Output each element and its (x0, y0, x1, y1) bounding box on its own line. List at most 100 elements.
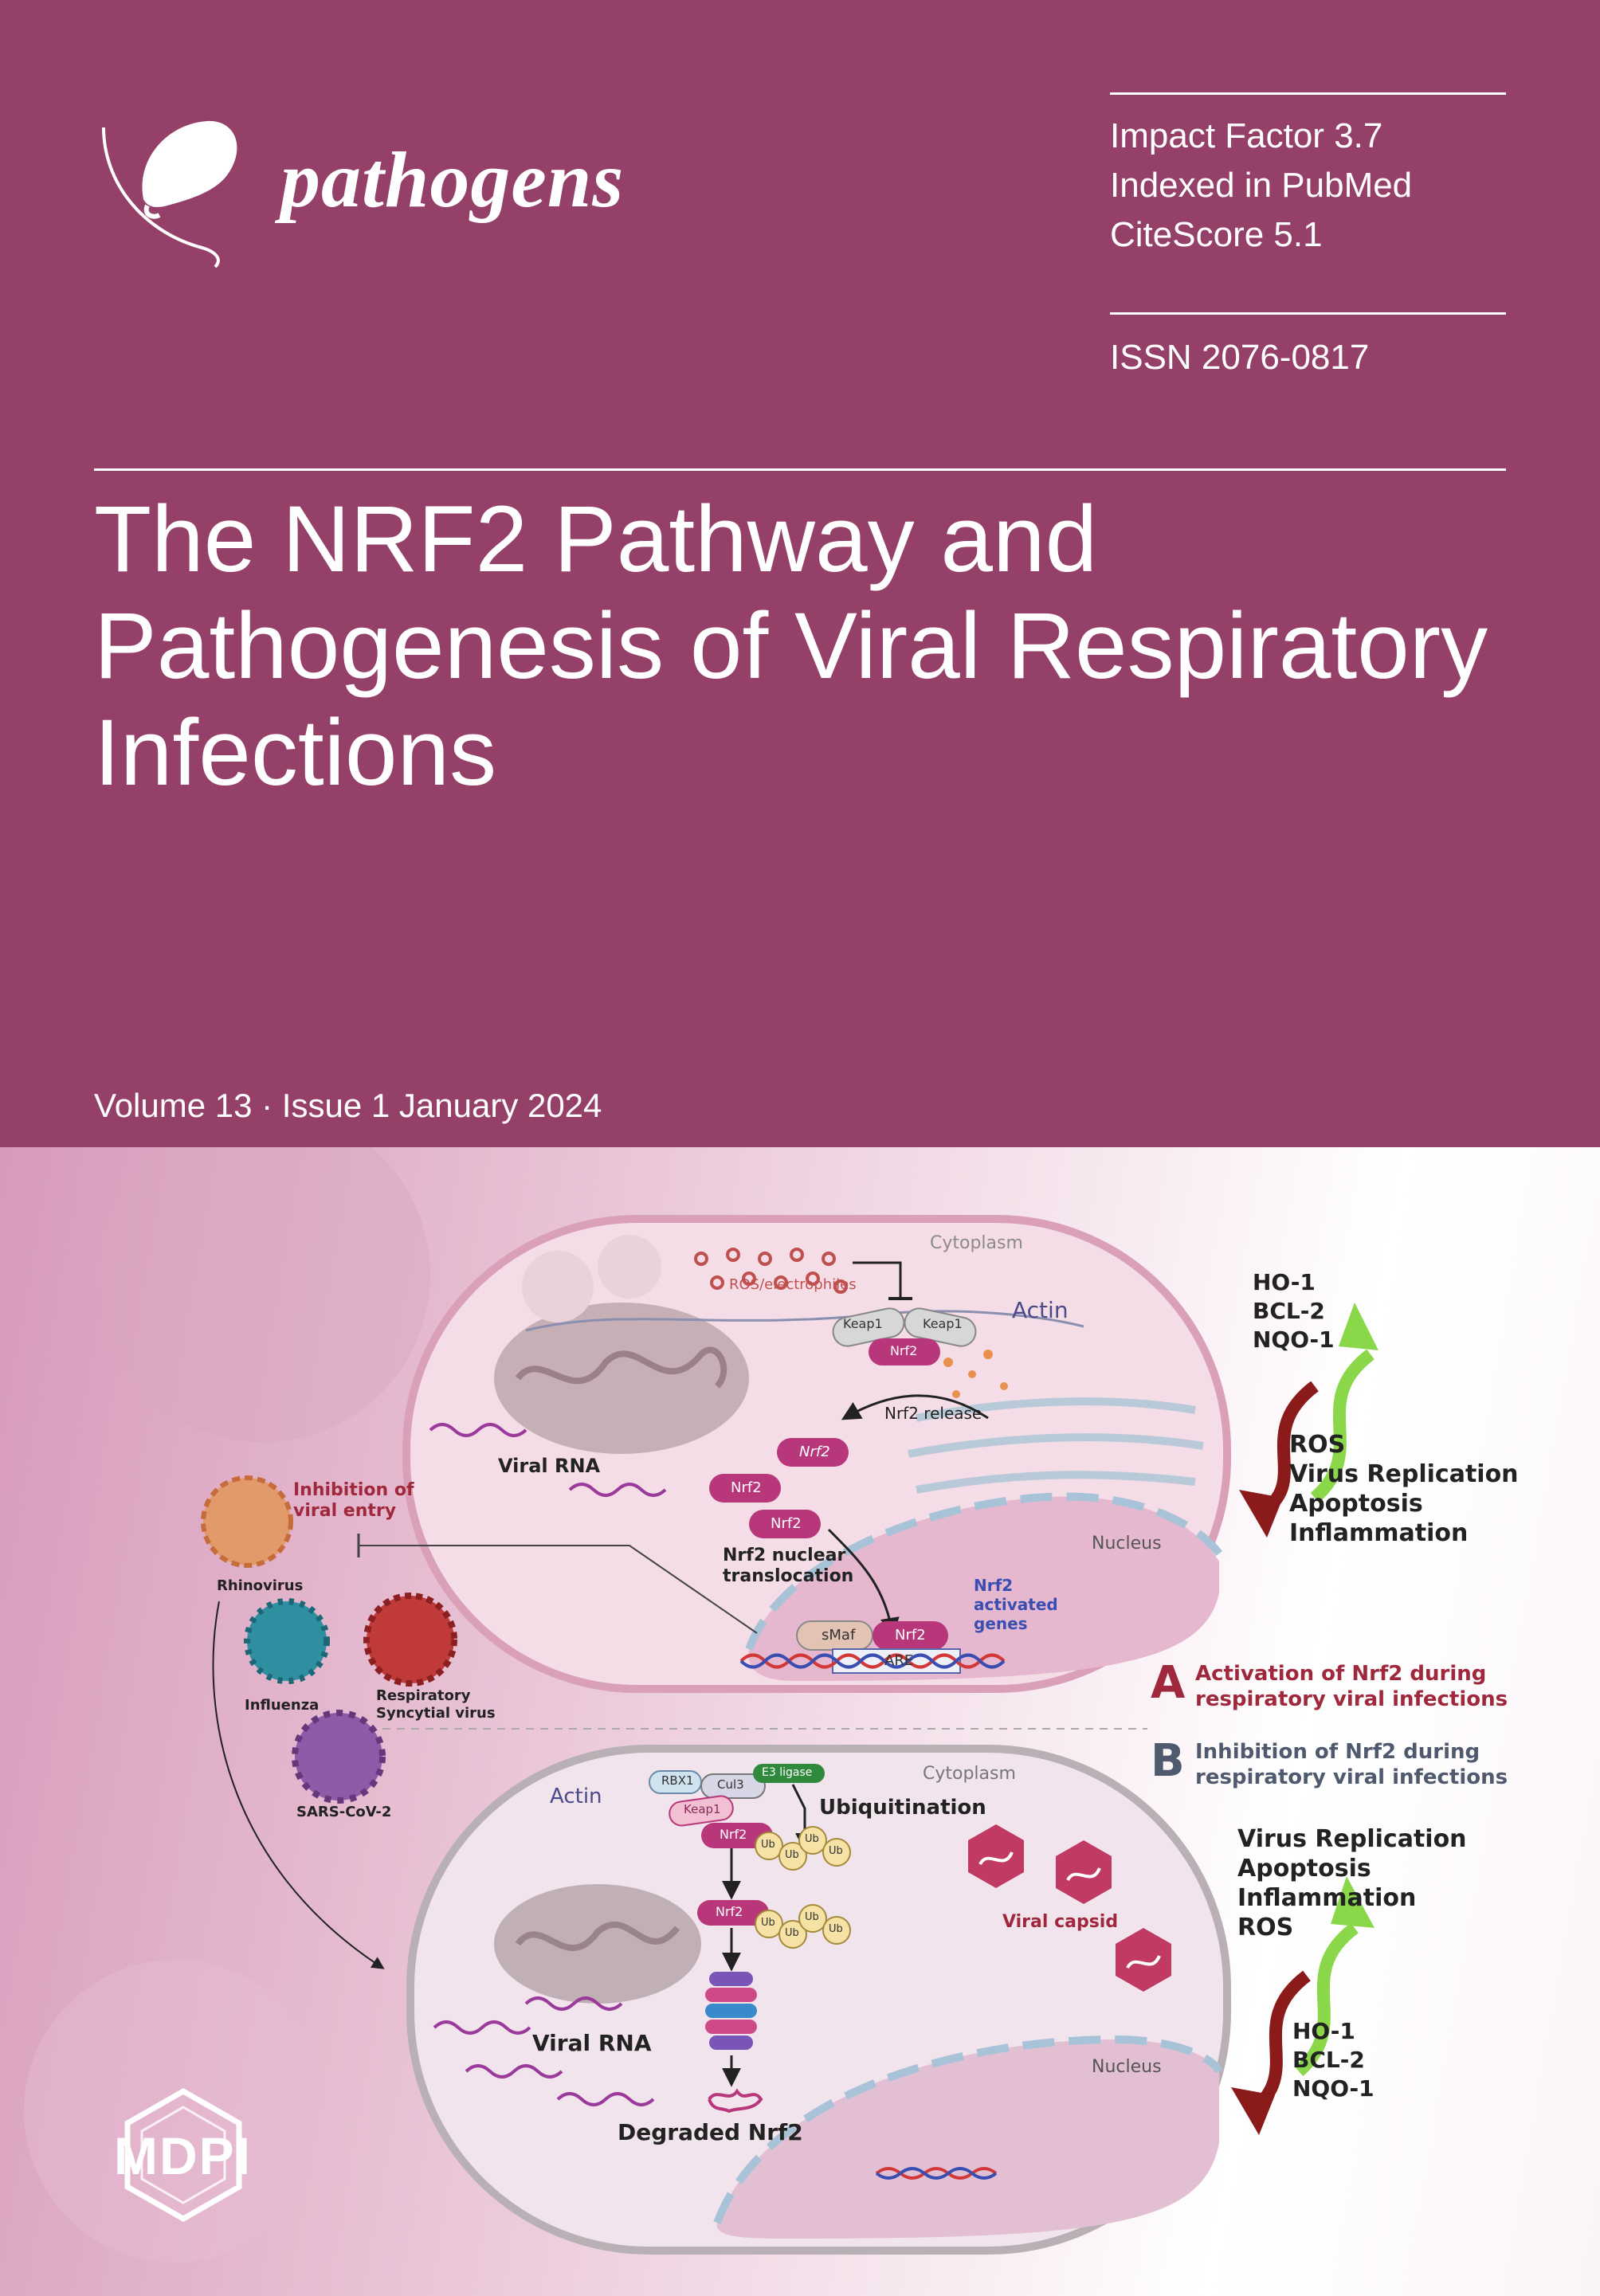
nrf2-protein (777, 1438, 849, 1467)
translocation-label: Nrf2 nuclear (723, 1546, 846, 1565)
ub-label: Ub (829, 1845, 843, 1857)
pathogen-logo-icon (102, 120, 237, 268)
nucleus-label: Nucleus (1092, 1534, 1162, 1554)
gene-label: BCL-2 (1253, 1298, 1325, 1324)
nrf2-label: Nrf2 (895, 1627, 926, 1644)
dna-strand (875, 2167, 998, 2180)
divider (94, 468, 1506, 471)
gene-label: HO-1 (1253, 1269, 1316, 1295)
ubiquitination-label: Ubiquitination (819, 1796, 986, 1820)
background-virus (96, 1147, 430, 1442)
upregulated-genes-a: HO-1 BCL-2 NQO-1 (1253, 1268, 1335, 1354)
degraded-nrf2-label: Degraded Nrf2 (618, 2119, 803, 2145)
rsv-label: Respiratory (376, 1687, 471, 1704)
mdpi-logo-frame (140, 2106, 226, 2204)
rsv-label: Syncytial virus (376, 1705, 496, 1722)
smaf-label: sMaf (822, 1627, 856, 1644)
cytoplasm-label: Cytoplasm (930, 1233, 1023, 1253)
metric-citescore: CiteScore 5.1 (1110, 215, 1323, 254)
sars-label: SARS-CoV-2 (296, 1804, 392, 1820)
rsv-icon (363, 1593, 457, 1687)
effect-label: Virus Replication (1237, 1825, 1467, 1853)
dna-strand (739, 1653, 1006, 1669)
gene-label: BCL-2 (1292, 2047, 1365, 2073)
activated-genes-label: Nrf2 (974, 1576, 1014, 1595)
inhibition-label: viral entry (293, 1501, 397, 1521)
viral-rna-label: Viral RNA (498, 1455, 601, 1477)
inhibition-line (359, 1545, 758, 1634)
ros-label: ROS/electrophiles (729, 1276, 857, 1293)
nrf2-protein (873, 1621, 948, 1650)
cul3-protein (700, 1773, 766, 1799)
downregulated-effects-a: ROS Virus Replication Apoptosis Inflamma… (1289, 1430, 1519, 1548)
issn: ISSN 2076-0817 (1110, 338, 1370, 377)
ub-label: Ub (785, 1849, 799, 1861)
keap1-label: Keap1 (923, 1316, 963, 1331)
translocation-label: translocation (723, 1566, 854, 1586)
are-label: ARE (884, 1652, 914, 1669)
effect-label: Apoptosis (1289, 1490, 1423, 1518)
article-title: The NRF2 Pathway and Pathogenesis of Vir… (94, 486, 1528, 806)
keap1-label: Keap1 (684, 1802, 721, 1816)
actin-label: Actin (1012, 1297, 1069, 1323)
legend-b-text: Inhibition of Nrf2 during respiratory vi… (1195, 1739, 1508, 1790)
activated-genes-label: activated (974, 1595, 1058, 1614)
nrf2-protein (697, 1900, 769, 1926)
legend-letter-b: B (1151, 1735, 1185, 1787)
legend-line: Inhibition of Nrf2 during (1195, 1740, 1480, 1764)
are-element (832, 1648, 961, 1674)
journal-name: pathogens (280, 135, 625, 224)
ub-label: Ub (785, 1927, 799, 1939)
up-arrow-head (1331, 1876, 1375, 1928)
down-arrow-head (1239, 1490, 1283, 1538)
viral-capsid-icon (1056, 1840, 1112, 1904)
up-arrow-head (1339, 1303, 1378, 1350)
ub-label: Ub (805, 1833, 819, 1845)
legend-line: Activation of Nrf2 during (1195, 1662, 1487, 1686)
nucleus-b (716, 2039, 1219, 2239)
nrf2-protein (869, 1338, 940, 1365)
inhibition-label: Inhibition of (293, 1480, 414, 1500)
vesicle (598, 1235, 661, 1299)
cul3-label: Cul3 (717, 1777, 744, 1792)
dna-strand (875, 2167, 998, 2180)
cover-illustration: Cytoplasm ROS/electrophiles Actin Keap1 … (0, 1147, 1600, 2296)
degraded-nrf2-icon (708, 2088, 763, 2114)
legend-letter-a: A (1151, 1657, 1186, 1709)
viral-rna (568, 1483, 667, 1497)
effect-label: Inflammation (1289, 1519, 1469, 1547)
nrf2-protein (709, 1474, 781, 1503)
down-arrow-head (1231, 2087, 1275, 2135)
nuclear-membrane-b (713, 2035, 1223, 2224)
ub-label: Ub (829, 1923, 843, 1935)
viral-capsid-icon (968, 1824, 1024, 1888)
rhinovirus-icon (201, 1475, 293, 1568)
cristae (515, 1921, 680, 1952)
divider (1110, 312, 1506, 315)
viral-rna (433, 2020, 531, 2035)
cover-header: pathogens Impact Factor 3.7 Indexed in P… (0, 0, 1600, 1147)
nrf2-label: Nrf2 (799, 1444, 830, 1460)
effect-label: ROS (1289, 1431, 1346, 1459)
actin-label: Actin (550, 1785, 602, 1808)
cristae (515, 1346, 727, 1389)
nrf2-label: Nrf2 (720, 1827, 747, 1842)
metric-impact-factor: Impact Factor 3.7 (1110, 116, 1383, 155)
ub-label: Ub (761, 1839, 775, 1851)
nrf2-label: Nrf2 (890, 1343, 918, 1358)
released-ros (943, 1350, 1008, 1398)
viral-rna (465, 2064, 563, 2079)
endoplasmic-reticulum (908, 1397, 1204, 1494)
publisher-logo: MDPI (114, 2126, 252, 2185)
issue-info: Volume 13 · Issue 1 January 2024 (94, 1087, 602, 1124)
nrf2-release-label: Nrf2 release (884, 1404, 982, 1423)
effect-label: Virus Replication (1289, 1460, 1519, 1488)
title-line: Infections (94, 700, 497, 805)
capsid-rna (978, 1851, 1014, 1866)
influenza-label: Influenza (245, 1697, 320, 1714)
legend-line: respiratory viral infections (1195, 1687, 1508, 1711)
keap1-protein (832, 1307, 905, 1347)
nrf2-protein (701, 1823, 773, 1848)
viral-rna (556, 2092, 655, 2106)
